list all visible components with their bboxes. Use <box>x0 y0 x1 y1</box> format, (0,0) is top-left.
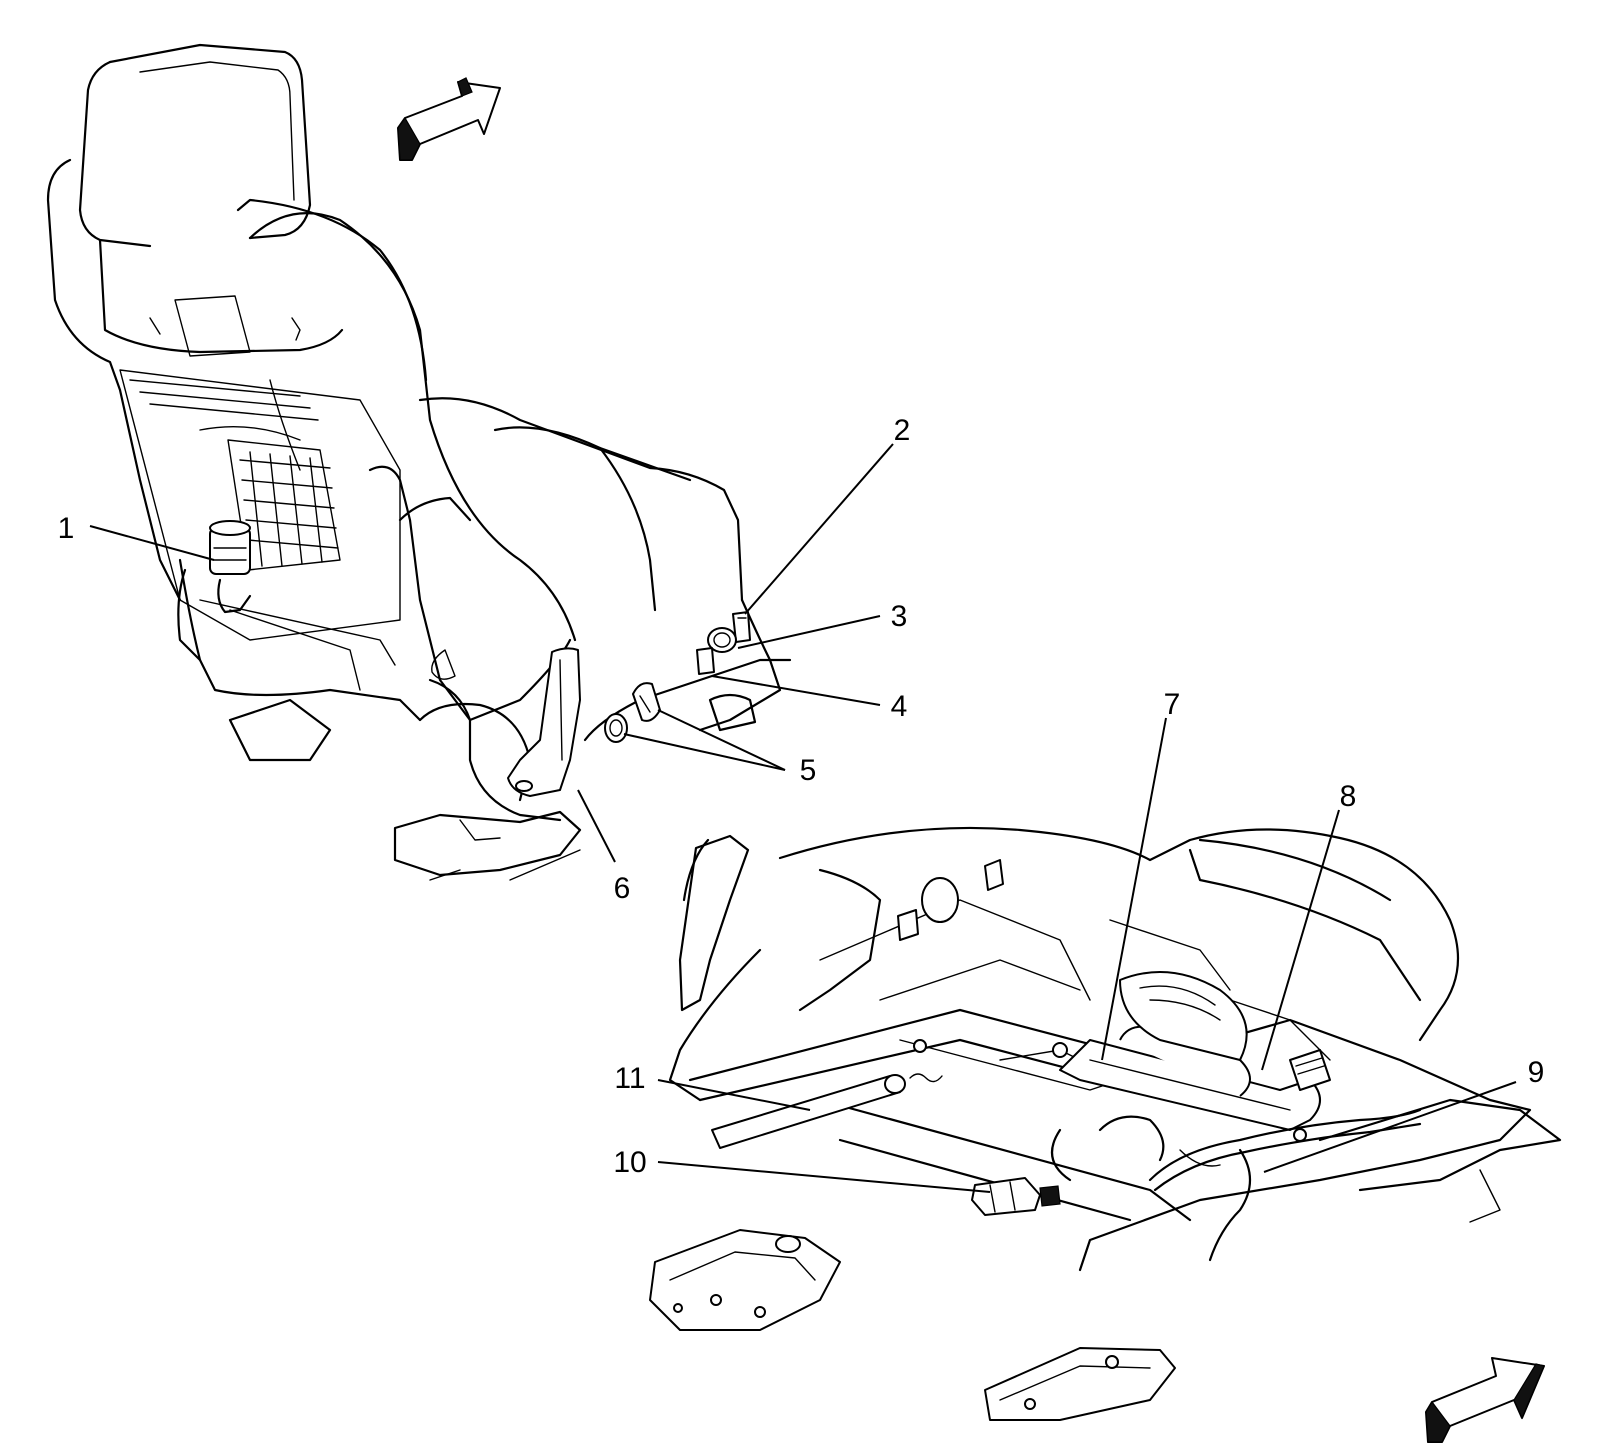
front-track-foot-right <box>984 1347 1176 1421</box>
seat-assembly-lower <box>649 826 1562 1421</box>
callout-7: 7 <box>1164 688 1181 721</box>
callout-1: 1 <box>58 512 75 545</box>
callout-2: 2 <box>894 414 911 447</box>
callout-labels: 1 2 3 4 5 6 7 8 9 10 11 <box>58 414 1545 1179</box>
front-direction-arrow-top-icon <box>397 77 501 161</box>
callout-9: 9 <box>1528 1056 1545 1089</box>
callout-4: 4 <box>891 690 908 723</box>
callout-11: 11 <box>614 1062 645 1095</box>
front-direction-arrow-bottom-icon <box>1425 1357 1545 1443</box>
lumbar-support-bladder <box>1059 971 1321 1131</box>
front-track-foot-left <box>649 1229 841 1331</box>
wiring-harness <box>1148 1049 1422 1262</box>
seat-assembly-upper <box>46 43 792 881</box>
switch-knob-3 <box>707 627 737 653</box>
switch-knob-2 <box>732 611 751 643</box>
seatback-frame-lattice <box>119 369 401 641</box>
seat-adjuster-motor <box>971 1177 1061 1216</box>
lumbar-pump-motor <box>209 520 252 614</box>
seat-adjuster-switch-bezel <box>507 647 581 797</box>
switch-knob-5a <box>632 682 661 722</box>
callout-8: 8 <box>1340 780 1357 813</box>
callout-6: 6 <box>614 872 631 905</box>
switch-knob-4 <box>696 647 715 675</box>
callout-10: 10 <box>613 1146 646 1179</box>
leader-lines <box>89 443 1517 1193</box>
callout-5: 5 <box>800 754 817 787</box>
adjuster-shaft <box>711 1073 943 1149</box>
callout-3: 3 <box>891 600 908 633</box>
switch-knob-5b <box>604 713 628 743</box>
